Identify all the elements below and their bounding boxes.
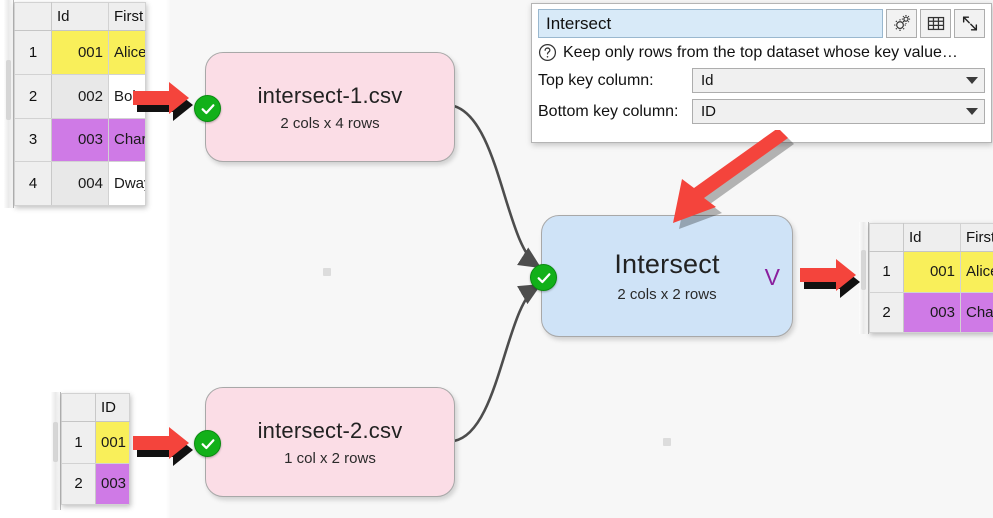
chevron-down-icon[interactable] [966, 108, 978, 115]
table-cell[interactable]: Bob [108, 73, 146, 119]
table-row[interactable]: 1 001 [61, 421, 130, 464]
node-intersect-2-csv[interactable]: intersect-2.csv 1 col x 2 rows [194, 387, 455, 497]
input-top-sheet[interactable]: Id First 1 001 Alice 2 002 Bob 3 003 Cha… [14, 2, 146, 206]
row-number[interactable]: 4 [14, 161, 52, 206]
gears-icon[interactable] [886, 9, 917, 38]
question-icon[interactable] [538, 43, 557, 62]
table-cell[interactable]: 001 [95, 421, 130, 464]
table-icon[interactable] [920, 9, 951, 38]
top-key-column-select[interactable]: Id [692, 68, 985, 93]
table-cell[interactable]: Charlie [960, 291, 993, 333]
top-key-column-row[interactable]: Top key column: Id [538, 68, 985, 93]
table-cell[interactable]: Charlie [108, 117, 146, 163]
column-header[interactable]: First [960, 223, 993, 252]
table-row[interactable]: 1 001 Alice [14, 30, 146, 75]
scrollbar-thumb[interactable] [53, 422, 58, 462]
node-subtitle: 2 cols x 4 rows [280, 114, 380, 132]
table-row[interactable]: 2 003 [61, 462, 130, 505]
column-header[interactable]: ID [95, 393, 130, 422]
status-ok-icon [194, 430, 221, 457]
column-header[interactable]: Id [903, 223, 961, 252]
row-number[interactable]: 2 [869, 291, 904, 333]
table-cell[interactable]: 003 [95, 462, 130, 505]
scrollbar-thumb[interactable] [6, 60, 11, 120]
table-row[interactable]: 4 004 Dwayne [14, 161, 146, 206]
row-number[interactable]: 1 [869, 251, 904, 293]
expand-icon[interactable] [954, 9, 985, 38]
sheet-scrollbar[interactable] [859, 222, 869, 334]
table-cell[interactable]: 001 [903, 251, 961, 293]
row-number[interactable]: 2 [14, 73, 52, 119]
chevron-down-icon[interactable] [966, 77, 978, 84]
node-title: intersect-2.csv [257, 417, 403, 443]
bottom-key-column-select[interactable]: ID [692, 99, 985, 124]
help-description: Keep only rows from the top dataset whos… [563, 43, 958, 61]
node-subtitle: 1 col x 2 rows [284, 449, 376, 467]
bottom-key-column-row[interactable]: Bottom key column: ID [538, 99, 985, 124]
view-marker-v: V [764, 264, 780, 290]
node-subtitle: 2 cols x 2 rows [617, 286, 717, 303]
table-cell[interactable]: 003 [903, 291, 961, 333]
table-cell[interactable]: 002 [51, 73, 109, 119]
column-header[interactable]: First [108, 2, 146, 31]
input-bottom-sheet[interactable]: ID 1 001 2 003 [61, 393, 130, 505]
table-row[interactable]: 2 003 Charlie [869, 291, 993, 333]
node-intersect-operation[interactable]: Intersect 2 cols x 2 rows V [530, 215, 793, 337]
canvas-grid-dot [323, 268, 331, 276]
status-ok-icon [194, 95, 221, 122]
table-cell[interactable]: Alice [960, 251, 993, 293]
table-cell[interactable]: 001 [51, 30, 109, 75]
table-row[interactable]: 2 002 Bob [14, 73, 146, 119]
table-row[interactable]: 1 001 Alice [869, 251, 993, 293]
bottom-key-column-label: Bottom key column: [538, 102, 679, 120]
canvas-left-edge [166, 0, 172, 518]
node-title: Intersect [614, 249, 720, 279]
row-header-corner [14, 2, 52, 31]
row-number[interactable]: 1 [14, 30, 52, 75]
node-intersect-1-csv[interactable]: intersect-1.csv 2 cols x 4 rows [194, 52, 455, 162]
sheet-scrollbar[interactable] [4, 0, 14, 208]
item-name-input[interactable]: Intersect [538, 9, 883, 38]
intersect-settings-panel[interactable]: Intersect Keep only row [531, 3, 992, 143]
row-number[interactable]: 3 [14, 117, 52, 163]
canvas-grid-dot [663, 438, 671, 446]
bottom-key-column-value: ID [701, 103, 716, 120]
table-cell[interactable]: Dwayne [108, 161, 146, 206]
table-cell[interactable]: 004 [51, 161, 109, 206]
scrollbar-thumb[interactable] [861, 250, 866, 290]
top-key-column-value: Id [701, 72, 714, 89]
status-ok-icon [530, 264, 557, 291]
table-cell[interactable]: Alice [108, 30, 146, 75]
sheet-scrollbar[interactable] [51, 392, 61, 510]
row-number[interactable]: 1 [61, 421, 96, 464]
output-sheet[interactable]: Id First 1 001 Alice 2 003 Charlie [869, 223, 993, 333]
table-row[interactable]: 3 003 Charlie [14, 117, 146, 163]
node-title: intersect-1.csv [257, 82, 403, 108]
row-header-corner [61, 393, 96, 422]
row-number[interactable]: 2 [61, 462, 96, 505]
table-cell[interactable]: 003 [51, 117, 109, 163]
column-header[interactable]: Id [51, 2, 109, 31]
row-header-corner [869, 223, 904, 252]
top-key-column-label: Top key column: [538, 71, 654, 89]
